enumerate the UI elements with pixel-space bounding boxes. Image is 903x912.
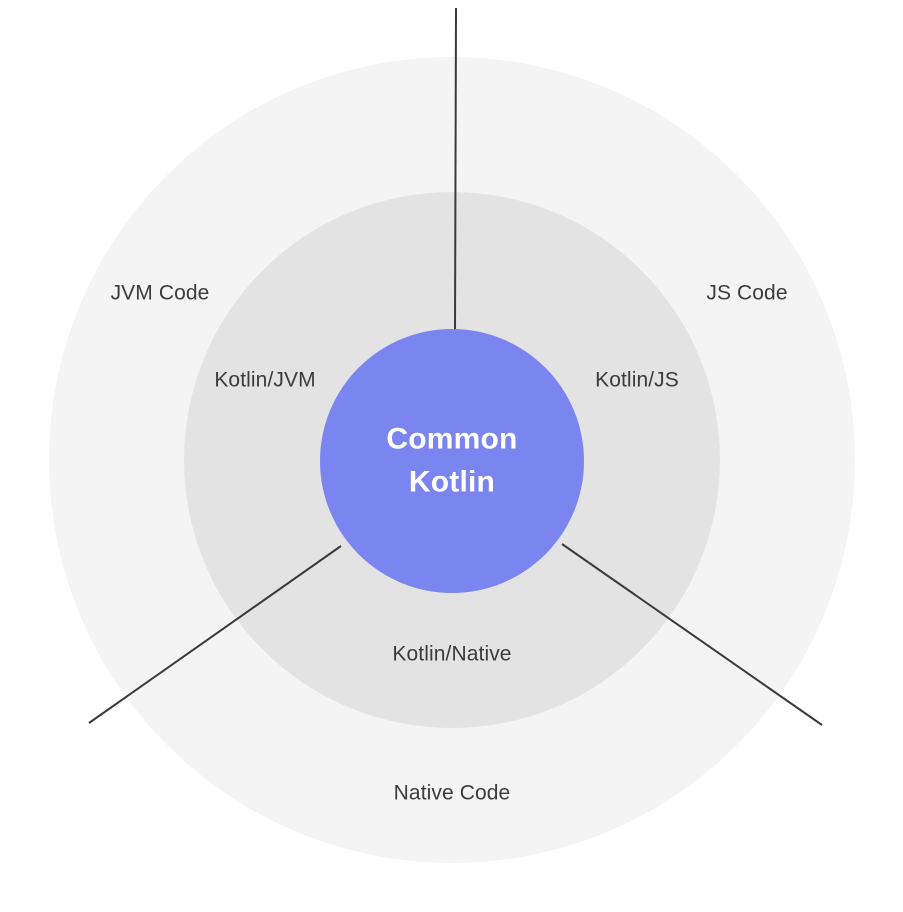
- core-circle: [320, 329, 584, 593]
- divider-line-lower-left: [88, 545, 342, 724]
- divider-line-lower-right: [561, 543, 823, 726]
- divider-line-top: [454, 7, 457, 333]
